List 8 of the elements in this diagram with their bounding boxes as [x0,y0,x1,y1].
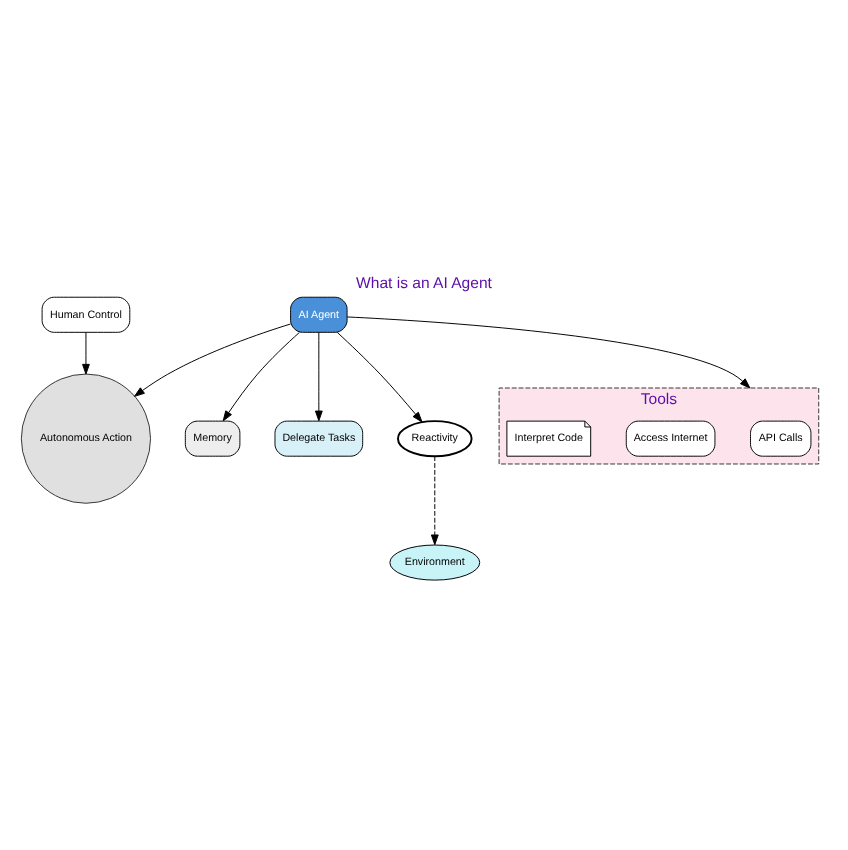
arrow [134,322,291,396]
arrow [346,315,751,388]
arrow [222,331,300,421]
arrow [314,330,323,421]
arrow [336,330,423,422]
diagram-title: What is an AI Agent [356,273,492,292]
arrow [82,330,90,374]
arrow [430,454,439,545]
